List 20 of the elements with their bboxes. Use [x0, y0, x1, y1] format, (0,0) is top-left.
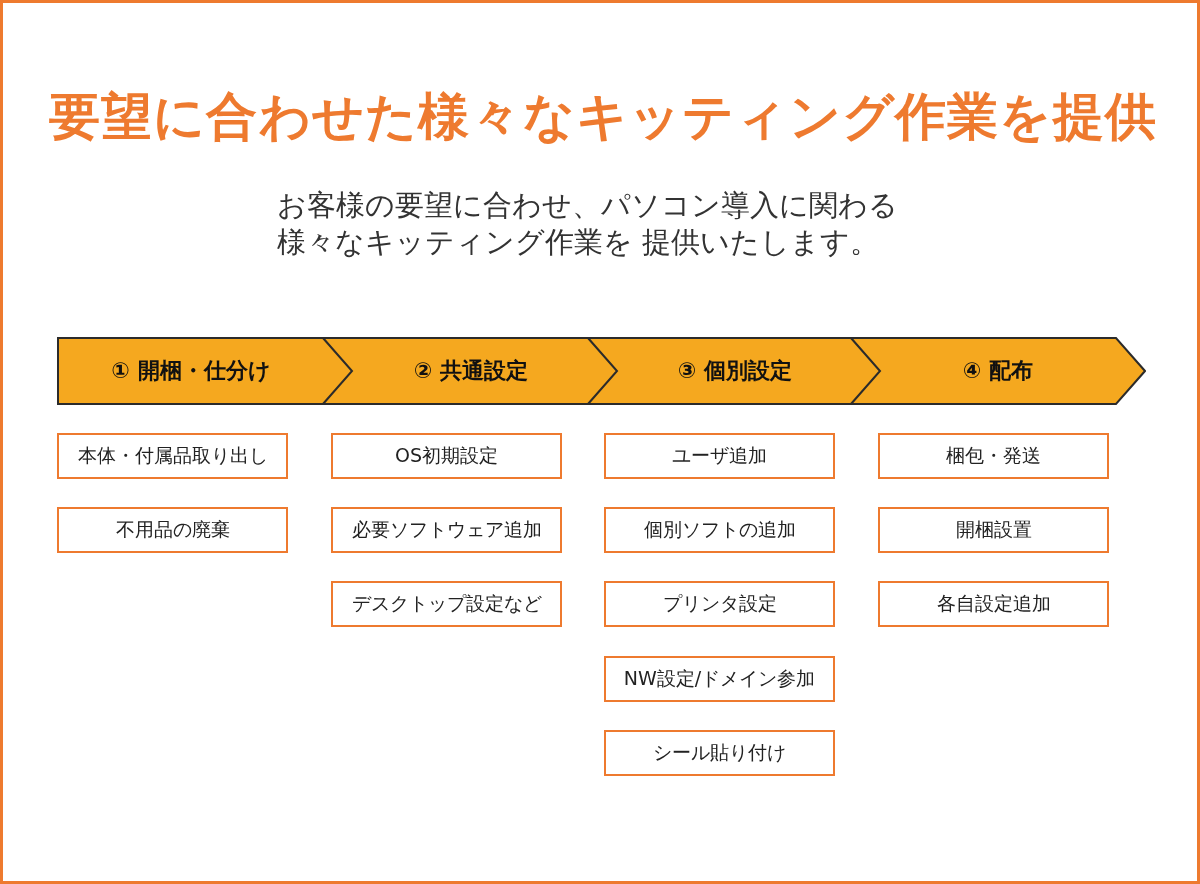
task-box: 個別ソフトの追加: [604, 507, 835, 553]
task-box: シール貼り付け: [604, 730, 835, 776]
title: 要望に合わせた様々なキッティング作業を提供: [47, 86, 1159, 148]
task-box: 必要ソフトウェア追加: [331, 507, 562, 553]
task-box: 不用品の廃棄: [57, 507, 288, 553]
intro-text: お客様の要望に合わせ、パソコン導入に関わる様々なキッティング作業を 提供いたします。: [277, 188, 899, 261]
task-box: ユーザ追加: [604, 433, 835, 479]
process-step: [850, 337, 1146, 405]
task-box: 各自設定追加: [878, 581, 1109, 627]
step-label: ③ 個別設定: [676, 357, 794, 385]
task-box: デスクトップ設定など: [331, 581, 562, 627]
task-box: NW設定/ドメイン参加: [604, 656, 835, 702]
step-label: ④ 配布: [961, 357, 1035, 385]
task-box: OS初期設定: [331, 433, 562, 479]
task-box: プリンタ設定: [604, 581, 835, 627]
task-box: 開梱設置: [878, 507, 1109, 553]
step-label: ② 共通設定: [412, 357, 530, 385]
step-label: ① 開梱・仕分け: [110, 357, 272, 385]
task-box: 梱包・発送: [878, 433, 1109, 479]
task-box: 本体・付属品取り出し: [57, 433, 288, 479]
